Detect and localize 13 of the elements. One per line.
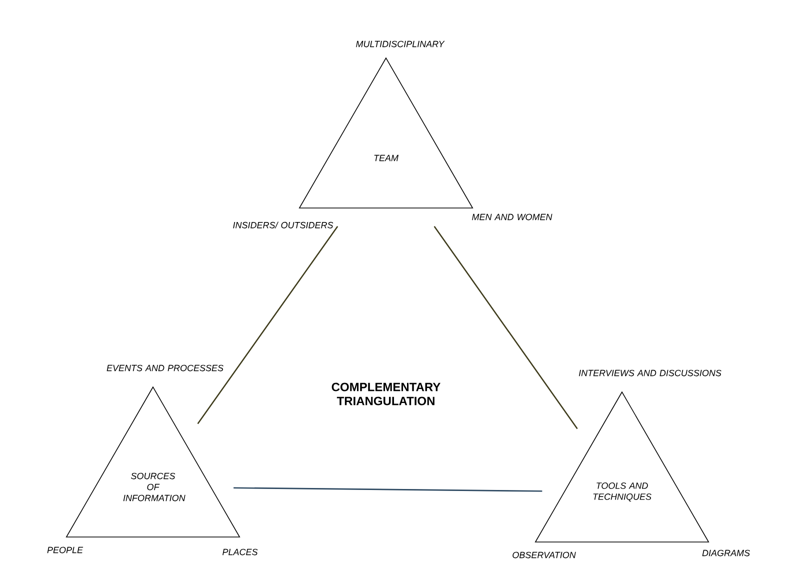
vertex-label: PLACES <box>222 548 258 556</box>
vertex-label: INSIDERS/ OUTSIDERS <box>233 222 334 228</box>
vertex-label: MULTIDISCIPLINARY <box>356 40 445 48</box>
vertex-label: MEN AND WOMEN <box>472 214 552 220</box>
vertex-label: OBSERVATION <box>512 552 576 558</box>
connecting-line <box>434 226 578 430</box>
connecting-line <box>197 226 338 424</box>
connecting-line <box>234 487 542 492</box>
vertex-label: DIAGRAMS <box>702 550 750 556</box>
vertex-label: INTERVIEWS AND DISCUSSIONS <box>578 370 722 376</box>
vertex-label: EVENTS AND PROCESSES <box>106 364 224 372</box>
center-label: COMPLEMENTARY TRIANGULATION <box>332 382 440 406</box>
vertex-label: PEOPLE <box>47 546 84 554</box>
